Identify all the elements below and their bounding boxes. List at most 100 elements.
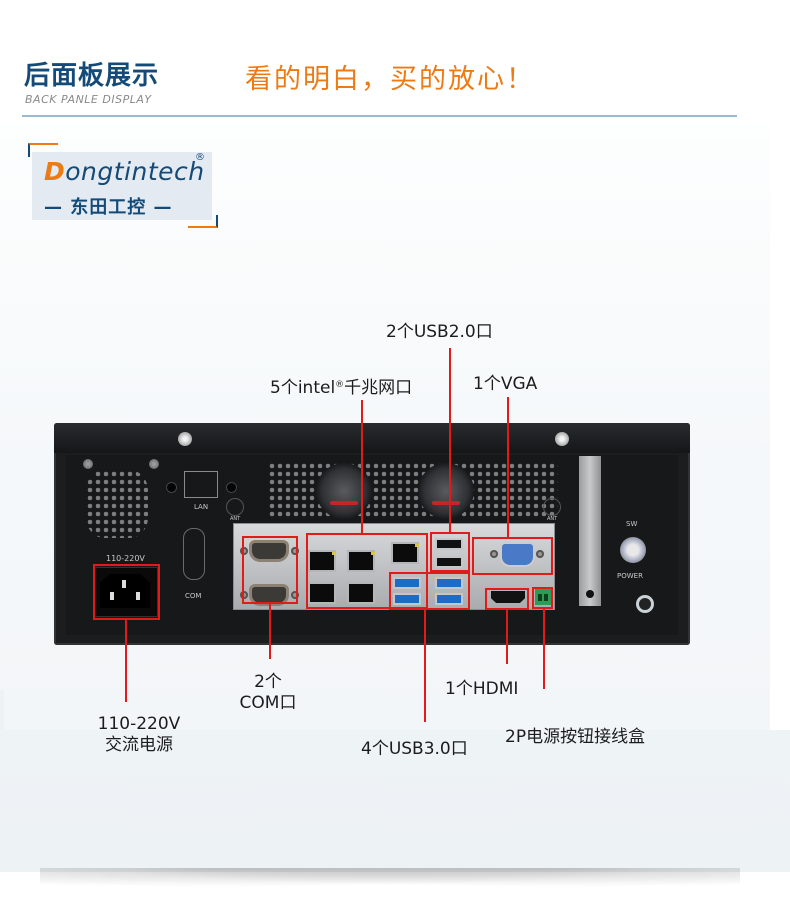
vga-nut — [536, 550, 544, 558]
com-port-2[interactable] — [252, 587, 286, 603]
highlight-lan — [306, 533, 428, 609]
leader-line-usb3 — [424, 610, 426, 722]
voltage-label: 110-220V — [106, 554, 145, 563]
power-label: POWER — [617, 572, 643, 580]
highlight-usb2 — [430, 532, 470, 572]
leader-line-vga — [507, 397, 509, 537]
callout-usb3: 4个USB3.0口 — [361, 739, 468, 759]
leader-line-power — [125, 620, 127, 702]
logo-brand-rest: ongtintech — [65, 157, 205, 186]
fan-vent-grille — [268, 462, 558, 518]
floor-band — [0, 730, 790, 872]
screw-icon — [555, 432, 569, 446]
callout-lan-reg: ® — [335, 380, 345, 390]
expansion-slot-cover — [579, 456, 601, 606]
vga-port[interactable] — [488, 541, 546, 571]
leader-line-terminal — [543, 609, 545, 689]
bracket-screw-hole — [586, 590, 594, 598]
socket-pin — [110, 592, 114, 600]
ac-socket-icon — [100, 574, 150, 608]
section-subtitle: BACK PANLE DISPLAY — [25, 93, 152, 106]
highlight-power-inlet — [93, 564, 160, 620]
callout-usb2: 2个USB2.0口 — [386, 322, 493, 342]
logo-letter-d: D — [44, 157, 66, 186]
lan-led — [371, 552, 375, 555]
callout-lan-prefix: 5个intel — [270, 378, 336, 398]
lan-label: LAN — [194, 503, 209, 511]
vga-nut — [490, 550, 498, 558]
callout-lan: 5个intel®千兆网口 — [270, 373, 412, 398]
floor-edge — [0, 690, 4, 730]
mount-hole — [227, 483, 236, 492]
screw-icon — [83, 459, 93, 469]
lan-led — [332, 552, 336, 555]
callout-power-line1: 110-220V — [97, 714, 181, 734]
sw-label: SW — [626, 520, 638, 528]
fan-icon — [418, 463, 474, 519]
com-knockout — [183, 528, 205, 580]
com-port-1[interactable] — [252, 543, 286, 559]
lan-led — [415, 544, 419, 547]
db9-nut — [291, 547, 299, 555]
ground-terminal-icon — [639, 598, 651, 610]
lan-port-1[interactable] — [308, 550, 336, 572]
highlight-usb3 — [389, 572, 470, 610]
db9-nut — [240, 547, 248, 555]
callout-com-line2: COM口 — [239, 693, 297, 713]
db9-nut — [291, 591, 299, 599]
lan-knockout — [184, 471, 218, 498]
usb2-port-1[interactable] — [435, 538, 463, 550]
callout-power-line2: 交流电源 — [105, 735, 173, 755]
fan-icon — [316, 463, 372, 519]
highlight-hdmi — [485, 588, 529, 610]
db9-nut — [240, 591, 248, 599]
leader-line-lan — [361, 400, 363, 533]
psu-vent-grille — [86, 470, 148, 538]
usb3-port-4[interactable] — [435, 593, 463, 605]
usb2-port-2[interactable] — [435, 556, 463, 568]
antenna-port-right — [543, 498, 561, 516]
section-title: 后面板展示 — [24, 61, 160, 91]
logo-corner-top-left — [28, 143, 58, 157]
leader-line-com — [269, 604, 271, 659]
power-button-terminal[interactable] — [535, 589, 551, 605]
power-button[interactable] — [620, 537, 646, 563]
logo-subtitle: — 东田工控 — — [44, 197, 173, 218]
callout-lan-suffix: 千兆网口 — [344, 378, 413, 398]
highlight-com — [242, 536, 298, 604]
highlight-vga — [472, 537, 553, 575]
socket-pin — [136, 592, 140, 600]
leader-line-hdmi — [506, 610, 508, 664]
logo-corner-bottom-right — [188, 215, 218, 228]
usb3-port-3[interactable] — [435, 577, 463, 589]
floor-shadow — [40, 868, 740, 890]
ant-label-right: ANT — [547, 516, 558, 522]
lan-port-2[interactable] — [347, 550, 375, 572]
screw-icon — [149, 459, 159, 469]
usb3-port-1[interactable] — [393, 577, 421, 589]
callout-com-line1: 2个 — [254, 672, 282, 692]
callout-vga: 1个VGA — [473, 374, 538, 394]
leader-line-usb2 — [449, 348, 451, 532]
ant-label-left: ANT — [230, 516, 241, 522]
lan-port-4[interactable] — [347, 582, 375, 604]
callout-hdmi: 1个HDMI — [445, 679, 519, 699]
chassis-top-lip — [54, 423, 690, 453]
usb3-port-2[interactable] — [393, 593, 421, 605]
lan-port-5[interactable] — [391, 542, 419, 564]
vga-connector-icon — [502, 544, 533, 565]
mount-hole — [167, 483, 176, 492]
header-divider — [22, 115, 737, 117]
hdmi-port[interactable] — [491, 591, 525, 603]
header-background — [0, 0, 790, 125]
highlight-terminal — [532, 587, 553, 609]
antenna-port-left — [226, 498, 244, 516]
brand-logo — [32, 152, 212, 220]
com-label: COM — [185, 592, 202, 600]
logo-brand-name: Dongtintech — [44, 157, 205, 186]
socket-pin — [122, 580, 126, 588]
lan-port-3[interactable] — [308, 582, 336, 604]
